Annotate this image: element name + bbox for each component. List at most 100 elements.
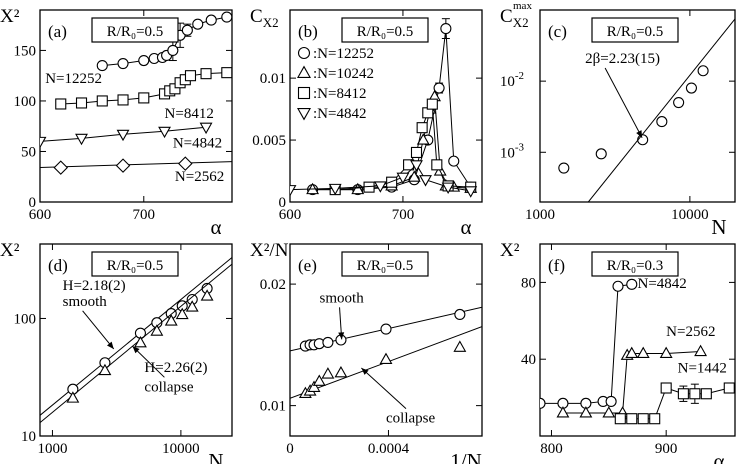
panel-d-plot <box>40 257 232 423</box>
series-label: N=4842 <box>173 135 222 151</box>
series-a-0 <box>96 11 232 72</box>
data-point <box>205 14 217 26</box>
y-tick-label: 10 <box>21 429 36 445</box>
series-c-0 <box>558 65 709 174</box>
data-point <box>656 116 668 128</box>
data-point <box>185 300 199 312</box>
data-point <box>464 186 478 198</box>
series-e-0 <box>290 306 482 352</box>
legend-marker <box>297 86 311 100</box>
data-point <box>116 129 130 142</box>
y-tick-label: 10-3 <box>500 141 525 161</box>
legend-marker <box>297 65 311 78</box>
x-axis-label: α <box>210 215 221 239</box>
param-box-text: R/R₀=0.5 <box>107 24 164 40</box>
data-point <box>605 395 617 407</box>
data-point <box>689 388 701 400</box>
y-axis-label-base: C <box>250 6 263 27</box>
data-point <box>150 324 164 336</box>
data-point <box>697 65 709 77</box>
legend-marker <box>297 46 311 60</box>
x-tick-label: 0.0004 <box>368 441 410 457</box>
panel-b-frame <box>289 9 483 203</box>
data-point <box>175 307 189 320</box>
data-point <box>221 67 232 79</box>
data-point <box>448 155 460 167</box>
data-point <box>334 365 348 378</box>
annotation-arrow <box>82 310 115 350</box>
legend-label: :N=12252 <box>313 46 374 62</box>
data-point <box>380 323 392 335</box>
data-point <box>192 18 204 30</box>
data-point <box>328 183 342 196</box>
data-point <box>595 148 607 160</box>
annotation-text: collapse <box>386 411 435 427</box>
data-point <box>419 175 432 187</box>
x-tick-label: 600 <box>279 207 302 223</box>
panel-d-frame <box>39 243 233 437</box>
y-tick-label: 10-2 <box>500 70 524 90</box>
param-box-text: R/R₀=0.5 <box>357 258 414 274</box>
annotation-arrow-head <box>132 346 140 354</box>
y-tick-label: 40 <box>521 352 536 368</box>
y-axis-label: X² <box>0 6 20 27</box>
param-box-text: R/R₀=0.5 <box>357 24 414 40</box>
series-line <box>540 283 632 404</box>
data-point <box>138 54 150 67</box>
series-f-0 <box>540 278 638 409</box>
data-point <box>410 160 423 172</box>
y-tick-label: 50 <box>21 144 36 160</box>
series-label: N=4842 <box>638 276 687 292</box>
y-tick-label-base: 10 <box>500 74 515 90</box>
param-box-text: R/R₀=0.5 <box>107 258 164 274</box>
y-tick-label: 0.01 <box>260 399 286 415</box>
data-point <box>167 44 179 56</box>
series-a-1 <box>55 67 232 110</box>
x-tick-label: 10000 <box>162 441 200 457</box>
y-axis-label: X² <box>500 240 520 261</box>
data-point <box>117 94 129 106</box>
y-axis-label-base: C <box>500 6 513 27</box>
data-point <box>556 406 570 418</box>
data-point <box>626 278 638 290</box>
panel-tag: (f) <box>548 256 565 275</box>
data-point <box>312 374 326 386</box>
panel-tag: (b) <box>298 22 318 41</box>
panel-b-plot <box>290 18 478 198</box>
series-f-1 <box>556 344 708 418</box>
panel-f-frame <box>539 243 736 437</box>
annotation-text: H=2.18(2) <box>63 278 126 294</box>
data-point <box>660 382 672 394</box>
data-point <box>184 70 197 82</box>
annotation-text: smooth <box>63 294 108 310</box>
annotation-arrow <box>604 67 643 138</box>
data-point <box>626 413 638 425</box>
data-point <box>416 122 428 134</box>
panel-c-plot <box>558 18 735 202</box>
data-point <box>138 92 150 104</box>
data-point <box>659 346 673 358</box>
data-point <box>133 335 147 348</box>
series-c-1 <box>587 18 735 202</box>
param-box <box>91 251 179 277</box>
y-axis-label: X²/N <box>250 240 289 261</box>
annotation-arrow-head <box>636 130 643 138</box>
data-point <box>379 352 393 364</box>
data-point <box>410 146 423 159</box>
data-point <box>612 280 624 292</box>
x-tick-label: 0 <box>286 441 294 457</box>
series-d-1 <box>40 263 232 423</box>
data-point <box>614 413 626 425</box>
param-box <box>341 251 429 277</box>
annotation-text: H=2.26(2) <box>144 360 207 376</box>
annotation-arrow <box>361 367 407 410</box>
x-tick-label: 700 <box>133 207 156 223</box>
y-axis-label: X² <box>0 240 20 261</box>
legend-label: :N=4842 <box>313 106 366 122</box>
y-tick-label-exp: -2 <box>515 70 524 82</box>
data-point <box>685 82 697 94</box>
